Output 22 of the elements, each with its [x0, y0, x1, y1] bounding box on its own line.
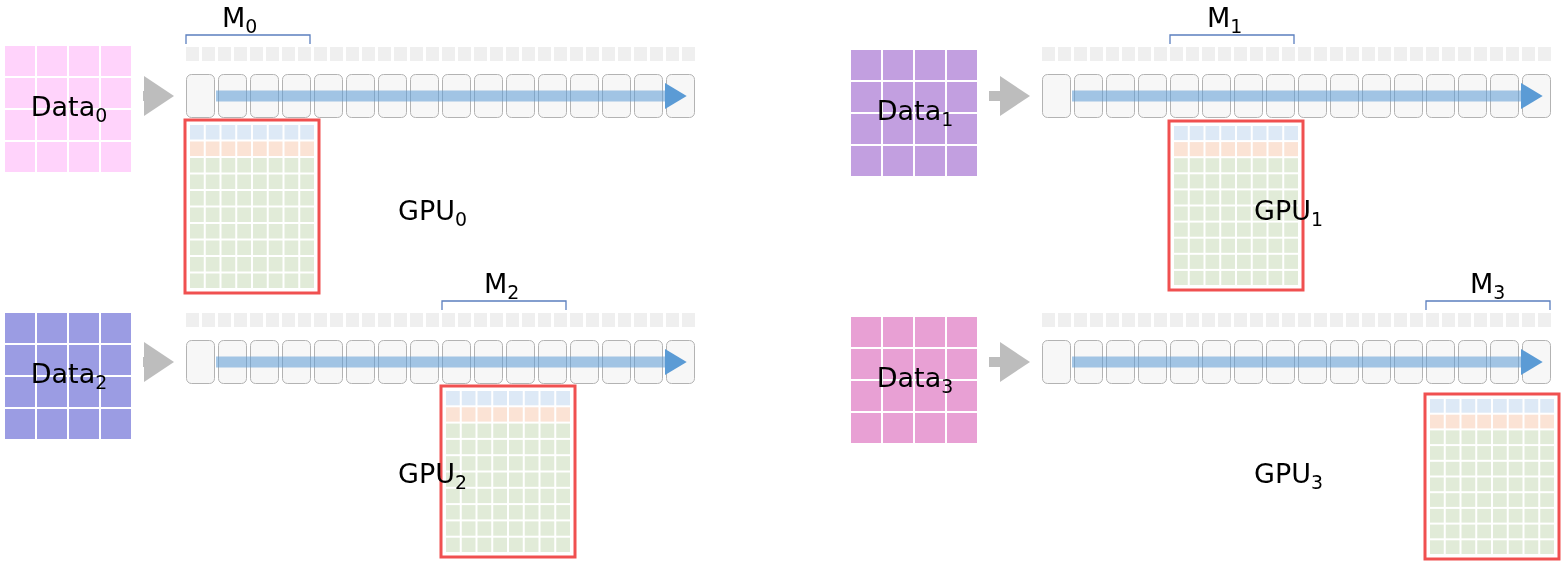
data-grid — [5, 45, 133, 172]
layer-boxes-drawing — [186, 340, 698, 384]
arrow — [989, 76, 1030, 116]
data-grid — [5, 312, 133, 439]
data-grid — [851, 316, 979, 443]
data-label: Data$_{2}$ — [30, 357, 108, 394]
data-grid — [851, 49, 979, 176]
layer-boxes-drawing — [1042, 74, 1554, 118]
arrow — [143, 76, 174, 116]
bracket-label: M$_{1}$ — [1207, 2, 1243, 38]
bracket-label: M$_{0}$ — [222, 2, 258, 38]
gpu-label: GPU$_{3}$ — [1254, 458, 1323, 494]
data-label: Data$_{1}$ — [876, 94, 954, 131]
layer-boxes-drawing — [186, 74, 698, 118]
arrow — [143, 342, 174, 382]
data-label: Data$_{0}$ — [30, 90, 108, 127]
gpu-label: GPU$_{0}$ — [398, 195, 467, 231]
data-label: Data$_{3}$ — [876, 361, 954, 398]
bracket-label: M$_{2}$ — [484, 268, 520, 304]
bracket-label: M$_{3}$ — [1470, 268, 1506, 304]
arrow — [989, 342, 1030, 382]
layer-boxes-drawing — [1042, 340, 1554, 384]
